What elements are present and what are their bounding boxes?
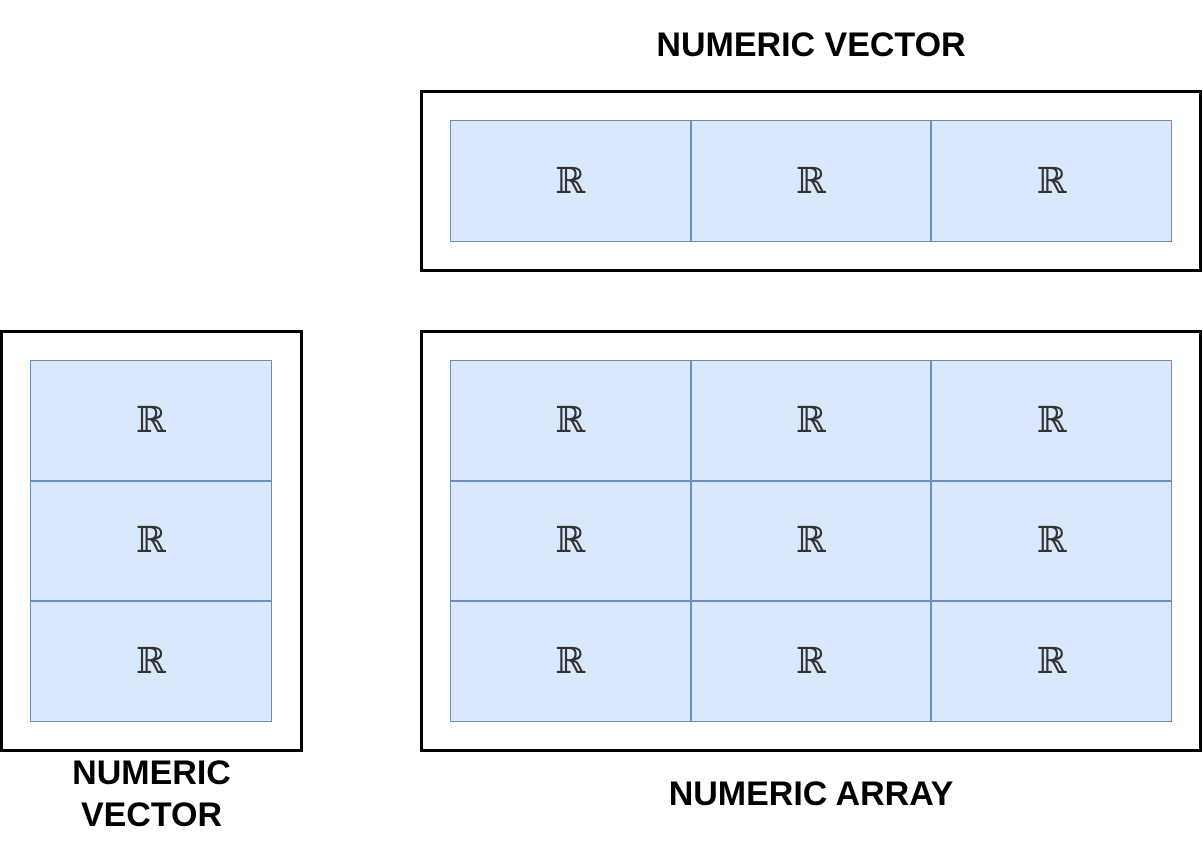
column-vector-cell: ℝ (30, 360, 272, 481)
array-cell: ℝ (690, 480, 932, 602)
top-vector-grid: ℝ ℝ ℝ (450, 120, 1172, 242)
array-grid: ℝ ℝ ℝ ℝ ℝ ℝ ℝ ℝ ℝ (450, 360, 1172, 722)
array-cell: ℝ (690, 601, 932, 722)
column-vector-label-line2: VECTOR (80, 796, 223, 834)
column-vector-label: NUMERIC VECTOR (0, 752, 303, 836)
array-cell: ℝ (931, 601, 1172, 722)
array-cell: ℝ (450, 601, 691, 722)
array-cell: ℝ (450, 480, 691, 602)
array-label: NUMERIC ARRAY (668, 775, 954, 813)
array-cell: ℝ (931, 480, 1172, 602)
column-vector-cell: ℝ (30, 601, 272, 722)
array-cell: ℝ (931, 360, 1172, 481)
top-vector-cell: ℝ (931, 120, 1172, 242)
column-vector-cell: ℝ (30, 480, 272, 602)
top-vector-label: NUMERIC VECTOR (656, 26, 966, 64)
top-vector-cell: ℝ (450, 120, 691, 242)
array-cell: ℝ (450, 360, 691, 481)
array-cell: ℝ (690, 360, 932, 481)
column-vector-label-line1: NUMERIC (72, 754, 231, 792)
top-vector-cell: ℝ (690, 120, 932, 242)
column-vector-grid: ℝ ℝ ℝ (30, 360, 272, 722)
